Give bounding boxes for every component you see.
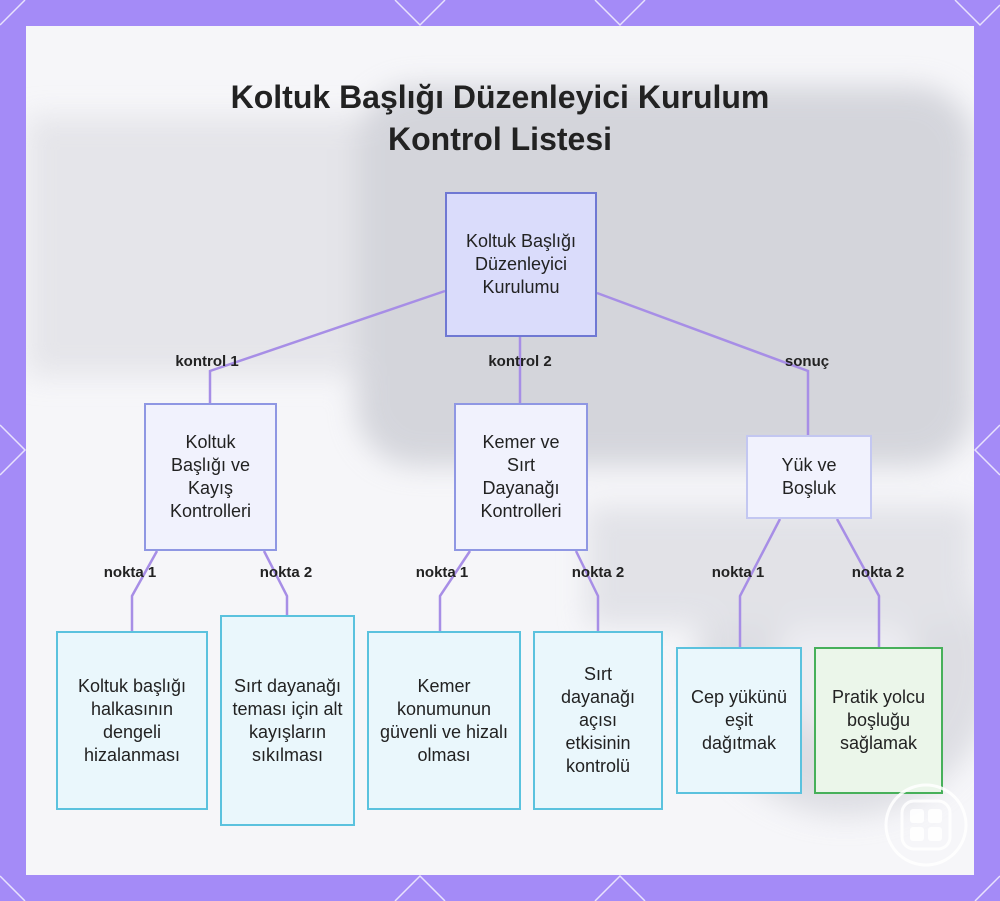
node-belt-checks: Kemer ve Sırt Dayanağı Kontrolleri — [454, 403, 588, 551]
edge-root-load — [596, 291, 810, 436]
leaf-passenger-space-label: Pratik yolcu boşluğu sağlamak — [831, 687, 926, 753]
leaf-lower-straps-label: Sırt dayanağı teması için alt kayışların… — [232, 675, 343, 765]
leaf-pocket-load-label: Cep yükünü eşit dağıtmak — [690, 687, 788, 753]
connector-lines — [130, 289, 881, 648]
edge-label-headrest-nokta-2: nokta 2 — [259, 564, 313, 581]
leaf-lower-straps: Sırt dayanağı teması için alt kayışların… — [220, 615, 355, 826]
node-load-space: Yük ve Boşluk — [746, 435, 872, 519]
diagram-title-line-1: Koltuk Başlığı Düzenleyici Kurulum — [230, 79, 770, 115]
node-headrest-checks-label: Koltuk Başlığı ve Kayış Kontrolleri — [169, 432, 252, 521]
node-load-space-label: Yük ve Boşluk — [781, 455, 837, 498]
leaf-headrest-balance-label: Koltuk başlığı halkasının dengeli hizala… — [77, 675, 187, 765]
diagram-title-line-2: Kontrol Listesi — [387, 121, 612, 157]
leaf-belt-position: Kemer konumunun güvenli ve hizalı olması — [367, 631, 521, 810]
leaf-belt-position-label: Kemer konumunun güvenli ve hizalı olması — [379, 675, 509, 765]
edge-label-belt-nokta-2: nokta 2 — [571, 564, 625, 581]
node-root: Koltuk Başlığı Düzenleyici Kurulumu — [445, 192, 597, 337]
node-headrest-checks: Koltuk Başlığı ve Kayış Kontrolleri — [144, 403, 277, 551]
edge-belt-angle — [574, 550, 600, 632]
edge-label-belt-nokta-1: nokta 1 — [415, 564, 469, 581]
edge-load-pocket — [738, 518, 782, 648]
edge-belt-leaf — [438, 550, 472, 632]
leaf-backrest-angle: Sırt dayanağı açısı etkisinin kontrolü — [533, 631, 663, 810]
edge-label-kontrol-2: kontrol 2 — [488, 353, 552, 370]
node-belt-checks-label: Kemer ve Sırt Dayanağı Kontrolleri — [480, 432, 562, 521]
edge-label-load-nokta-1: nokta 1 — [711, 564, 765, 581]
leaf-pocket-load: Cep yükünü eşit dağıtmak — [676, 647, 802, 794]
diagram-title: Koltuk Başlığı Düzenleyici Kurulum Kontr… — [26, 76, 974, 160]
diagram-panel: Koltuk Başlığı Düzenleyici Kurulum Kontr… — [26, 26, 974, 875]
edge-label-headrest-nokta-1: nokta 1 — [103, 564, 157, 581]
edge-label-kontrol-1: kontrol 1 — [175, 353, 239, 370]
edge-headrest-balance — [130, 550, 159, 632]
leaf-passenger-space: Pratik yolcu boşluğu sağlamak — [814, 647, 943, 794]
node-root-label: Koltuk Başlığı Düzenleyici Kurulumu — [465, 231, 577, 297]
watermark-logo-icon — [884, 783, 968, 867]
edge-label-sonuc: sonuç — [784, 353, 830, 370]
leaf-backrest-angle-label: Sırt dayanağı açısı etkisinin kontrolü — [560, 664, 636, 776]
edge-root-headrest — [208, 289, 446, 404]
edge-label-load-nokta-2: nokta 2 — [851, 564, 905, 581]
edge-load-space — [835, 518, 881, 648]
edge-headrest-straps — [262, 550, 289, 616]
leaf-headrest-balance: Koltuk başlığı halkasının dengeli hizala… — [56, 631, 208, 810]
